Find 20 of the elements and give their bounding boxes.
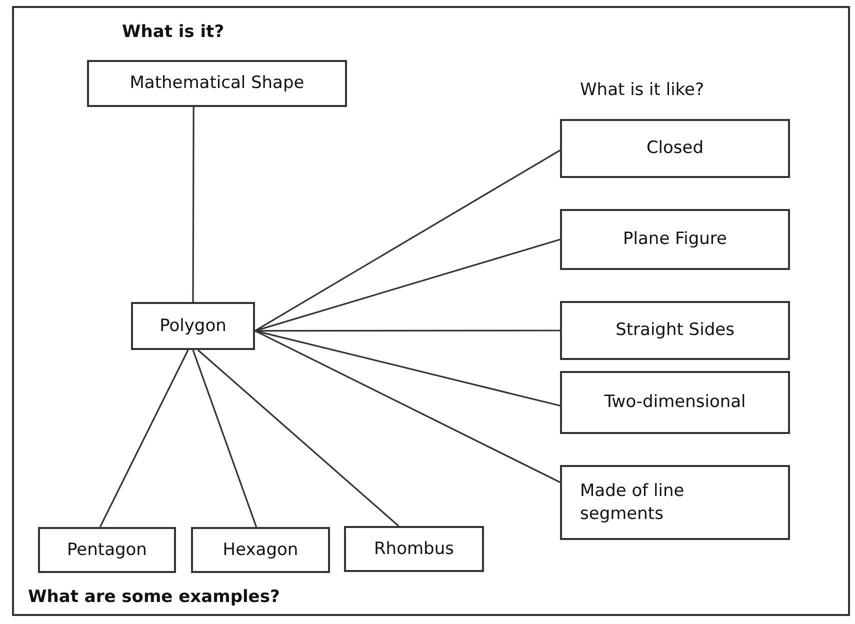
- connector-line: [99, 350, 189, 528]
- connector-line: [254, 150, 560, 332]
- question-heading: What is it?: [122, 22, 224, 42]
- concept-box: Straight Sides: [560, 301, 790, 360]
- concept-box: Closed: [560, 119, 790, 178]
- question-heading: What are some examples?: [28, 587, 280, 607]
- question-heading: What is it like?: [580, 80, 704, 100]
- connector-line: [192, 350, 258, 528]
- connector-line: [255, 330, 560, 332]
- concept-box: Hexagon: [191, 527, 330, 573]
- connector-line: [192, 107, 194, 302]
- concept-box: Rhombus: [344, 526, 484, 572]
- connector-line: [197, 349, 400, 527]
- concept-box: Mathematical Shape: [87, 60, 347, 107]
- concept-box: Pentagon: [38, 527, 176, 573]
- concept-box: Two-dimensional: [560, 371, 790, 434]
- concept-box: Polygon: [131, 302, 255, 350]
- concept-box: Plane Figure: [560, 209, 790, 270]
- connector-line: [254, 330, 560, 483]
- concept-box: Made of line segments: [560, 465, 790, 540]
